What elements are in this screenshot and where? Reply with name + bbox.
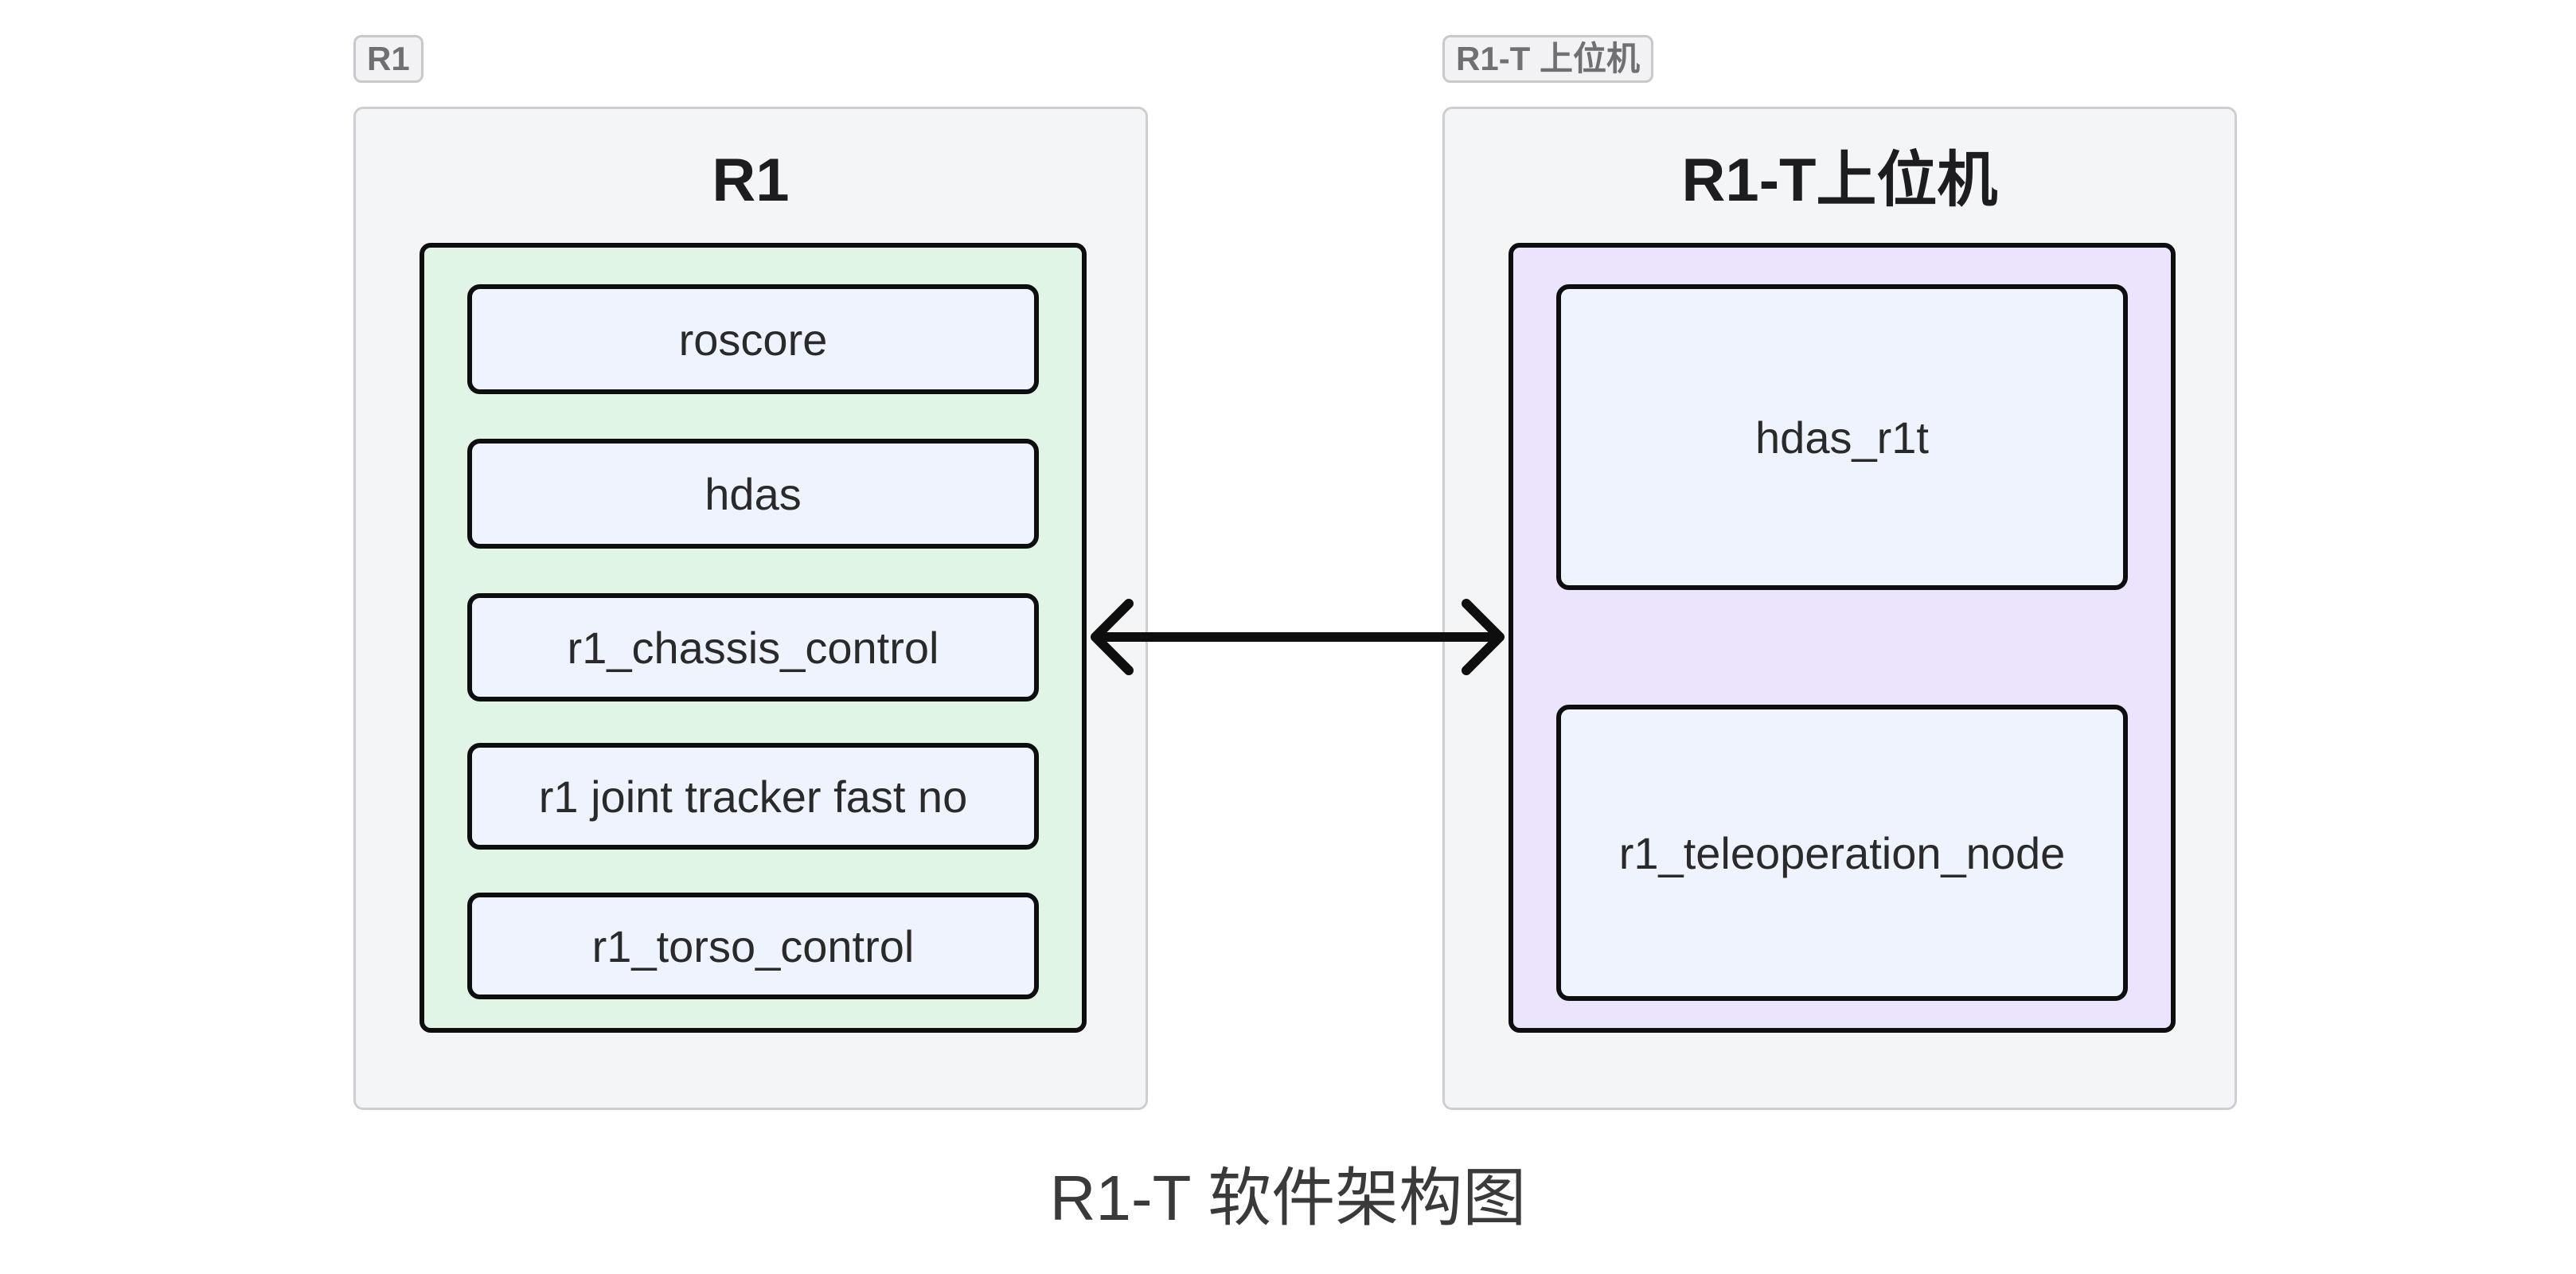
figure-caption: R1-T 软件架构图 <box>1049 1163 1527 1233</box>
cluster-tag-r1: R1 <box>353 35 423 83</box>
arrow-head-right <box>1462 599 1505 675</box>
node-hdas[interactable]: hdas <box>467 439 1039 549</box>
node-hdas-r1t[interactable]: hdas_r1t <box>1556 284 2128 590</box>
bidirectional-arrow <box>1091 599 1505 675</box>
node-r1-torso-control[interactable]: r1_torso_control <box>467 893 1039 999</box>
arrow-head-left <box>1091 599 1134 675</box>
node-r1-teleoperation-node[interactable]: r1_teleoperation_node <box>1556 705 2128 1001</box>
cluster-r1t-host: R1-T上位机 hdas_r1t r1_teleoperation_node <box>1442 107 2237 1110</box>
node-roscore[interactable]: roscore <box>467 284 1039 394</box>
cluster-title-r1t-host: R1-T上位机 <box>1681 147 1998 214</box>
cluster-title-r1: R1 <box>712 147 790 214</box>
node-group-r1: roscore hdas r1_chassis_control r1 joint… <box>420 243 1087 1033</box>
cluster-r1: R1 roscore hdas r1_chassis_control r1 jo… <box>353 107 1148 1110</box>
node-group-r1t-host: hdas_r1t r1_teleoperation_node <box>1509 243 2176 1033</box>
cluster-tag-r1t-host: R1-T 上位机 <box>1442 35 1654 83</box>
node-r1-chassis-control[interactable]: r1_chassis_control <box>467 593 1039 701</box>
node-r1-joint-tracker[interactable]: r1 joint tracker fast no <box>467 743 1039 850</box>
